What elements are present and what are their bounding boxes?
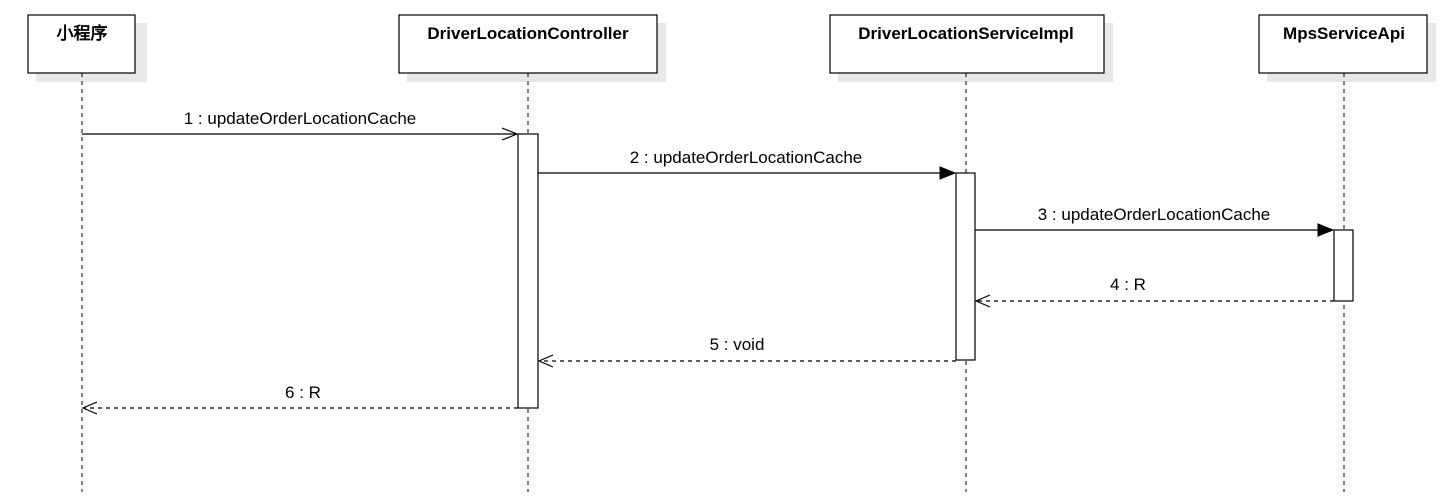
participant-label: MpsServiceApi <box>1283 24 1405 43</box>
participant-label: DriverLocationController <box>427 24 629 43</box>
open-arrowhead-icon <box>537 354 554 368</box>
message-label: 6 : R <box>285 383 321 402</box>
filled-arrowhead-icon <box>1317 223 1335 237</box>
participant-driver-location-controller[interactable]: DriverLocationController <box>398 14 658 74</box>
message-3[interactable]: 3 : updateOrderLocationCache <box>975 205 1335 237</box>
filled-arrowhead-icon <box>939 166 957 180</box>
lifelines <box>81 73 1345 492</box>
message-5[interactable]: 5 : void <box>537 335 956 368</box>
open-arrowhead-icon <box>81 401 98 415</box>
participant-box <box>398 14 658 74</box>
participant-shadows <box>36 23 1436 82</box>
open-arrowhead-icon <box>974 294 991 308</box>
participant-miniprogram[interactable]: 小程序 <box>27 14 136 74</box>
message-1[interactable]: 1 : updateOrderLocationCache <box>82 109 519 141</box>
participant-mps-service-api[interactable]: MpsServiceApi <box>1258 14 1428 74</box>
activation-bar-mps-service-api <box>1333 229 1354 302</box>
activation-bar-service-impl <box>955 172 976 361</box>
participant-label: DriverLocationServiceImpl <box>858 24 1073 43</box>
activation-bars <box>517 133 1354 409</box>
message-label: 5 : void <box>710 335 765 354</box>
message-label: 3 : updateOrderLocationCache <box>1038 205 1271 224</box>
participant-box <box>1258 14 1428 74</box>
message-6[interactable]: 6 : R <box>81 383 518 415</box>
message-label: 4 : R <box>1110 275 1146 294</box>
open-arrowhead-icon <box>501 127 519 141</box>
message-2[interactable]: 2 : updateOrderLocationCache <box>538 148 957 180</box>
message-label: 1 : updateOrderLocationCache <box>184 109 417 128</box>
message-label: 2 : updateOrderLocationCache <box>630 148 863 167</box>
participant-driver-location-service-impl[interactable]: DriverLocationServiceImpl <box>829 14 1105 74</box>
participant-box <box>27 14 136 74</box>
participant-label: 小程序 <box>57 23 108 43</box>
message-4[interactable]: 4 : R <box>974 275 1334 308</box>
participant-box <box>829 14 1105 74</box>
activation-bar-controller <box>517 133 539 409</box>
